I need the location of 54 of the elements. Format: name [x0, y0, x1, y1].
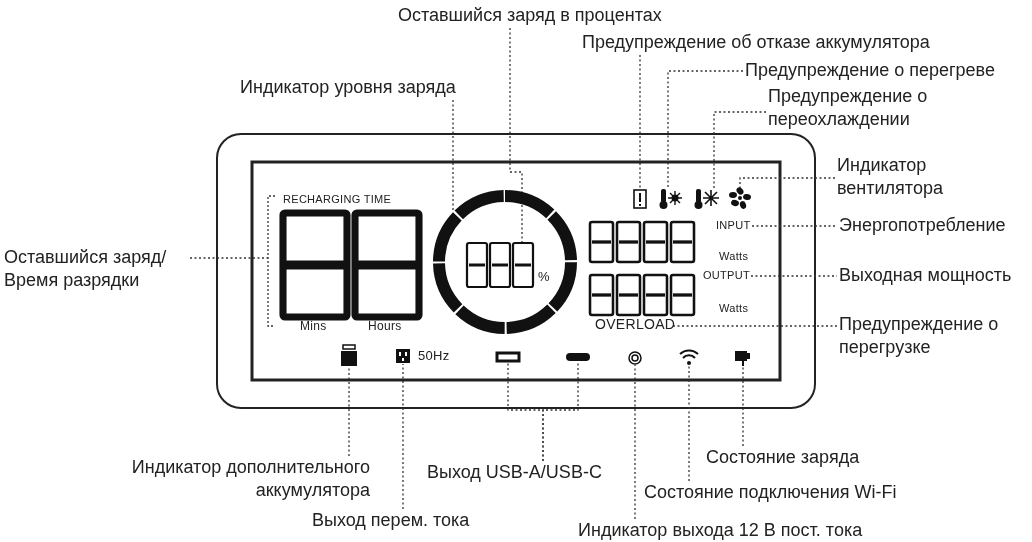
leader-line [639, 54, 641, 191]
usb-port-icon [566, 353, 590, 361]
leader-line [348, 366, 350, 457]
level-ring [433, 190, 577, 334]
display-label: INPUT [716, 219, 751, 232]
dc-output-icon [628, 351, 642, 365]
segment-display [588, 220, 696, 264]
callout-text: Оставшийся заряд/ Время разрядки [4, 246, 190, 292]
wifi-icon [679, 349, 699, 365]
leader-line [751, 225, 838, 227]
callout-text: Энергопотребление [839, 214, 1006, 237]
callout-text: Индикатор выхода 12 В пост. тока [578, 519, 863, 542]
callout-text: Предупреждение о перегреве [745, 59, 995, 82]
leader-line [402, 363, 404, 510]
charging-battery-icon [735, 351, 750, 367]
callout-text: Индикатор уровня заряда [240, 76, 456, 99]
callout-text: Предупреждение об отказе аккумулятора [582, 31, 930, 54]
leader-line [739, 177, 836, 190]
leader-line [452, 99, 454, 213]
callout-text: Предупреждение о переохлаждении [768, 85, 948, 131]
callout-text: Индикатор вентилятора [837, 154, 987, 200]
callout-text: Выходная мощность [839, 264, 1012, 287]
leader-line [667, 70, 744, 190]
callout-text: Оставшийся заряд в процентах [398, 4, 662, 27]
thermometer-sun-icon [659, 189, 683, 209]
display-label: Hours [368, 320, 402, 333]
usb-port-icon [495, 351, 521, 363]
callout-text: Выход USB-A/USB-C [427, 461, 602, 484]
segment-display [465, 241, 535, 289]
leader-line [688, 365, 690, 482]
leader-line [742, 366, 744, 447]
callout-text: Выход перем. тока [312, 509, 470, 532]
callout-text: Предупреждение о перегрузке [839, 313, 1019, 359]
callout-text: Индикатор дополнительного аккумулятора [100, 456, 370, 502]
display-label: Watts [719, 250, 749, 263]
callout-text: Состояние заряда [706, 446, 860, 469]
leader-line [509, 27, 523, 244]
display-label: RECHARGING TIME [283, 193, 392, 206]
display-label: 50Hz [418, 349, 450, 362]
thermometer-snowflake-icon [694, 189, 720, 209]
display-label: % [538, 270, 550, 283]
power-outlet-icon [396, 349, 410, 363]
segment-display [588, 273, 696, 317]
display-label: OUTPUT [703, 269, 751, 282]
battery-icon [341, 344, 357, 366]
fan-icon [729, 187, 751, 209]
display-label: Mins [300, 320, 327, 333]
leader-line [713, 111, 767, 191]
leader-line [672, 325, 838, 327]
display-label: OVERLOAD [595, 318, 676, 331]
battery-warning-icon [633, 189, 647, 209]
callout-text: Состояние подключения Wi-Fi [644, 481, 897, 504]
display-label: Watts [719, 302, 749, 315]
leader-line [634, 364, 636, 520]
